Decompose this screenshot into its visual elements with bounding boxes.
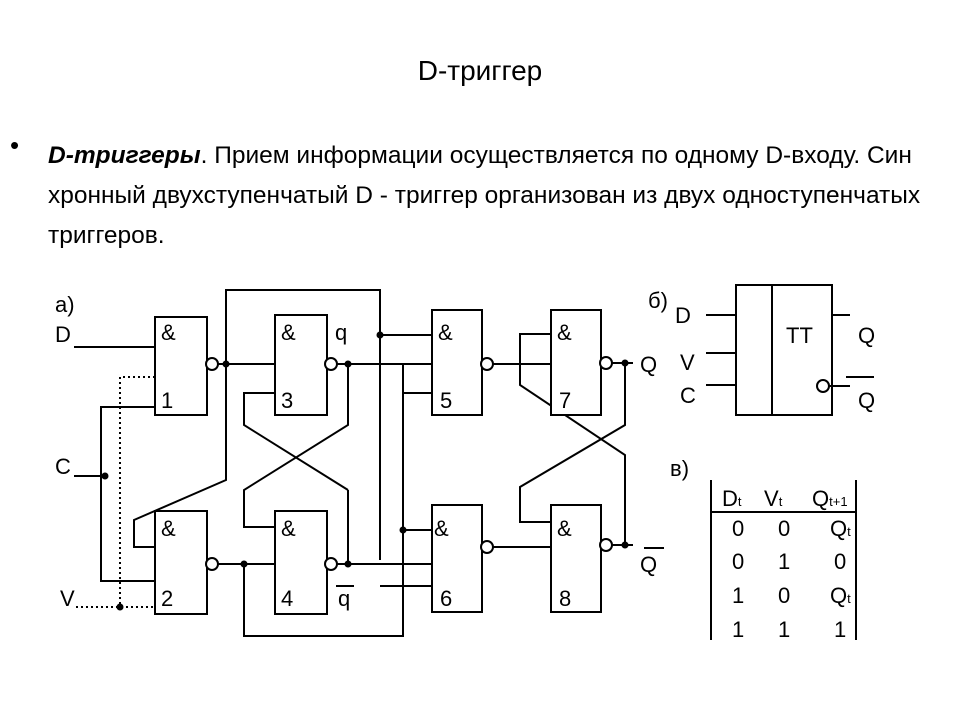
- table-cell: Qt: [830, 583, 851, 608]
- logic-gate-3: & 3: [274, 314, 338, 416]
- gate-symbol: &: [281, 320, 296, 345]
- input-c-label: C: [55, 454, 71, 479]
- scheme-b: б) D V C TT Q Q: [648, 284, 875, 416]
- gate-number: 5: [440, 388, 452, 413]
- internal-q-label: q: [335, 320, 347, 345]
- gate-number: 7: [559, 388, 571, 413]
- logic-gate-4: & 4: [274, 510, 338, 615]
- table-cell: 1: [732, 583, 744, 608]
- gate-number: 3: [281, 388, 293, 413]
- output-q-label: Q: [640, 352, 657, 377]
- paragraph-lead: D-триггеры: [48, 142, 201, 169]
- table-cell: 0: [778, 516, 790, 541]
- gate-symbol: &: [557, 320, 572, 345]
- logic-gate-2: & 2: [154, 510, 219, 615]
- internal-q-bar-label: q: [338, 586, 350, 611]
- table-cell: 0: [834, 549, 846, 574]
- scheme-v-label: в): [670, 456, 689, 481]
- input-v-label: V: [680, 350, 695, 375]
- gate-number: 4: [281, 586, 293, 611]
- table-cell: 1: [778, 617, 790, 642]
- gate-symbol: &: [281, 516, 296, 541]
- table-row: 1 0 Qt: [732, 583, 851, 608]
- gate-symbol: &: [438, 320, 453, 345]
- table-header-cell: Dt: [722, 486, 742, 511]
- logic-gate-7: & 7: [550, 309, 613, 416]
- output-q-bar-label: Q: [858, 388, 875, 413]
- gate-number: 6: [440, 586, 452, 611]
- logic-gate-5: & 5: [431, 309, 494, 416]
- logic-gate-8: & 8: [550, 504, 613, 613]
- gate-number: 8: [559, 586, 571, 611]
- truth-table: в) Dt Vt Qt+1 0 0 Qt 0 1 0 1 0 Qt 1 1 1: [670, 456, 857, 642]
- paragraph-text: . Прием информации осуществляется по одн…: [48, 142, 921, 249]
- trigger-type-label: TT: [786, 323, 813, 348]
- description-paragraph: D-триггеры. Прием информации осуществляе…: [48, 136, 928, 256]
- logic-gate-6: & 6: [431, 504, 494, 613]
- gate-number: 1: [161, 388, 173, 413]
- table-cell: 0: [732, 549, 744, 574]
- scheme-b-label: б): [648, 288, 668, 313]
- gate-symbol: &: [161, 320, 176, 345]
- table-row: 0 1 0: [732, 549, 846, 574]
- gate-symbol: &: [434, 516, 449, 541]
- gate-symbol: &: [161, 516, 176, 541]
- input-d-label: D: [55, 322, 71, 347]
- table-row: 1 1 1: [732, 617, 846, 642]
- input-d-label: D: [675, 303, 691, 328]
- output-q-bar-label: Q: [640, 552, 657, 577]
- table-cell: 0: [778, 583, 790, 608]
- scheme-a-wires: [74, 289, 633, 637]
- bullet: •: [10, 130, 20, 160]
- table-cell: Qt: [830, 516, 851, 541]
- table-cell: 1: [778, 549, 790, 574]
- table-cell: 0: [732, 516, 744, 541]
- scheme-a: & 1 & 2 & 3 & 4 & 5: [55, 289, 664, 637]
- logic-gate-1: & 1: [154, 316, 219, 416]
- table-row: 0 0 Qt: [732, 516, 851, 541]
- input-v-label: V: [60, 586, 75, 611]
- table-header-cell: Vt: [764, 486, 783, 511]
- output-q-label: Q: [858, 323, 875, 348]
- page-title: D-триггер: [417, 55, 543, 86]
- table-cell: 1: [732, 617, 744, 642]
- scheme-a-junctions: [101, 331, 629, 611]
- input-c-label: C: [680, 383, 696, 408]
- table-cell: 1: [834, 617, 846, 642]
- trigger-block: [735, 284, 833, 416]
- gate-number: 2: [161, 586, 173, 611]
- table-header-cell: Qt+1: [812, 486, 848, 511]
- scheme-a-label: а): [55, 292, 75, 317]
- gate-symbol: &: [557, 516, 572, 541]
